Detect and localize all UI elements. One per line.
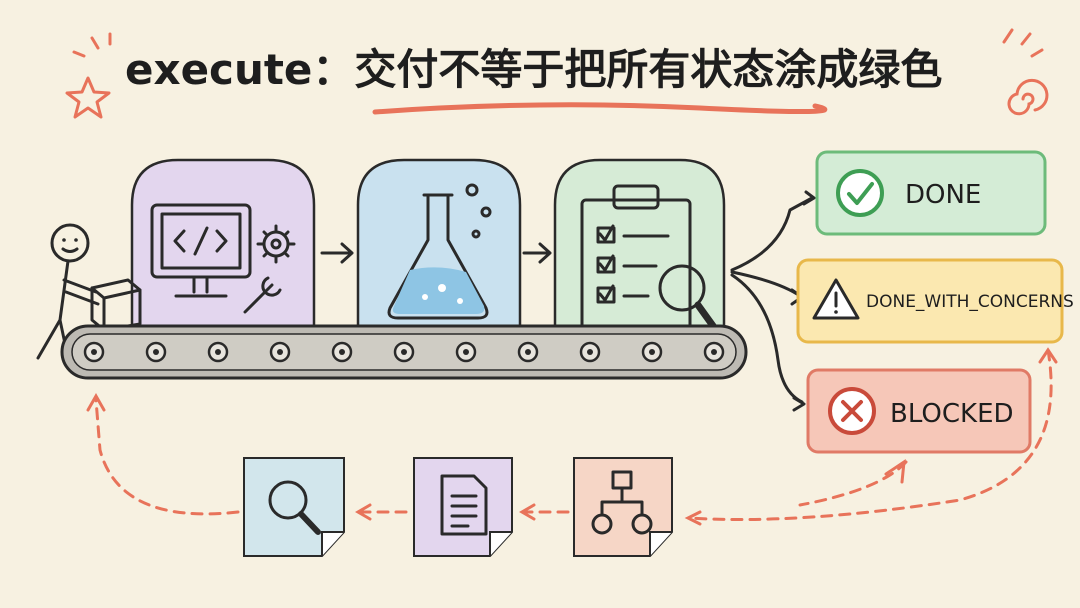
document-icon bbox=[440, 474, 488, 536]
status-done-with-concerns: DONE_WITH_CONCERNS bbox=[796, 258, 1074, 344]
conveyor-roller-hub bbox=[649, 349, 655, 355]
page-title: execute：交付不等于把所有状态涂成绿色 bbox=[125, 45, 942, 94]
stick-figure bbox=[36, 223, 100, 360]
status-blocked-label: BLOCKED bbox=[890, 399, 1014, 429]
note-search bbox=[243, 457, 345, 557]
magnifier-icon bbox=[268, 480, 321, 535]
x-circle-icon bbox=[828, 387, 876, 435]
status-done-label: DONE bbox=[905, 180, 981, 210]
conveyor-belt bbox=[60, 324, 748, 380]
flowchart-icon bbox=[591, 470, 653, 535]
conveyor-roller-hub bbox=[401, 349, 407, 355]
conveyor-roller-hub bbox=[339, 349, 345, 355]
conveyor-roller-hub bbox=[587, 349, 593, 355]
stage-code bbox=[130, 158, 316, 332]
check-circle-icon bbox=[836, 169, 884, 217]
status-done-with-concerns-label: DONE_WITH_CONCERNS bbox=[866, 292, 1074, 312]
stage-review bbox=[553, 158, 726, 334]
checklist-icon bbox=[580, 184, 692, 332]
computer-code-icon bbox=[150, 203, 296, 314]
stage-test bbox=[356, 158, 522, 332]
title-group: execute：交付不等于把所有状态涂成绿色 bbox=[125, 45, 942, 115]
conveyor-roller-hub bbox=[525, 349, 531, 355]
conveyor-roller-hub bbox=[463, 349, 469, 355]
status-blocked: BLOCKED bbox=[806, 368, 1032, 454]
warning-triangle-icon bbox=[812, 278, 860, 320]
conveyor-roller-hub bbox=[711, 349, 717, 355]
stage-arrows bbox=[320, 242, 552, 264]
feedback-loop-arrows bbox=[86, 347, 1058, 526]
conveyor-roller-hub bbox=[215, 349, 221, 355]
note-flowchart bbox=[573, 457, 673, 557]
conveyor-roller-hub bbox=[91, 349, 97, 355]
conveyor-roller-hub bbox=[153, 349, 159, 355]
title-underline bbox=[372, 102, 828, 115]
flask-icon bbox=[387, 183, 492, 320]
conveyor-roller-hub bbox=[277, 349, 283, 355]
status-done: DONE bbox=[815, 150, 1047, 236]
spiral-doodle-icon bbox=[1002, 28, 1049, 116]
star-doodle-icon bbox=[65, 32, 112, 119]
note-document bbox=[413, 457, 513, 557]
